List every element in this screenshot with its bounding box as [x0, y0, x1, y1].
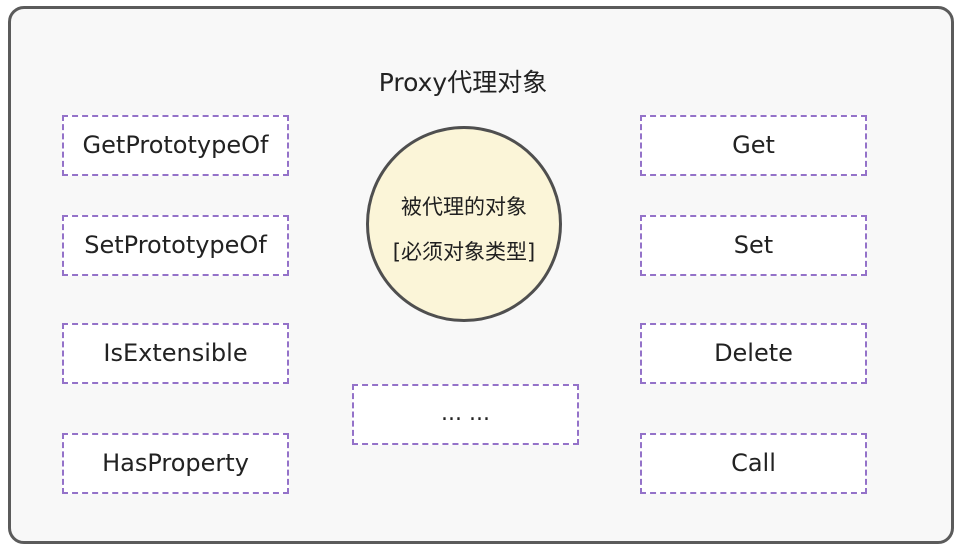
trap-box-getprototypeof: GetPrototypeOf: [62, 115, 289, 176]
trap-box-hasproperty: HasProperty: [62, 433, 289, 494]
more-traps-box: ... ...: [352, 384, 579, 445]
target-object-label: 被代理的对象: [401, 195, 527, 219]
target-object-circle: 被代理的对象 [必须对象类型]: [366, 126, 562, 322]
trap-box-setprototypeof: SetPrototypeOf: [62, 215, 289, 276]
trap-box-delete: Delete: [640, 323, 867, 384]
trap-box-call: Call: [640, 433, 867, 494]
trap-box-set: Set: [640, 215, 867, 276]
diagram-title: Proxy代理对象: [378, 68, 548, 97]
trap-box-get: Get: [640, 115, 867, 176]
target-object-type-note: [必须对象类型]: [392, 240, 536, 264]
trap-box-isextensible: IsExtensible: [62, 323, 289, 384]
